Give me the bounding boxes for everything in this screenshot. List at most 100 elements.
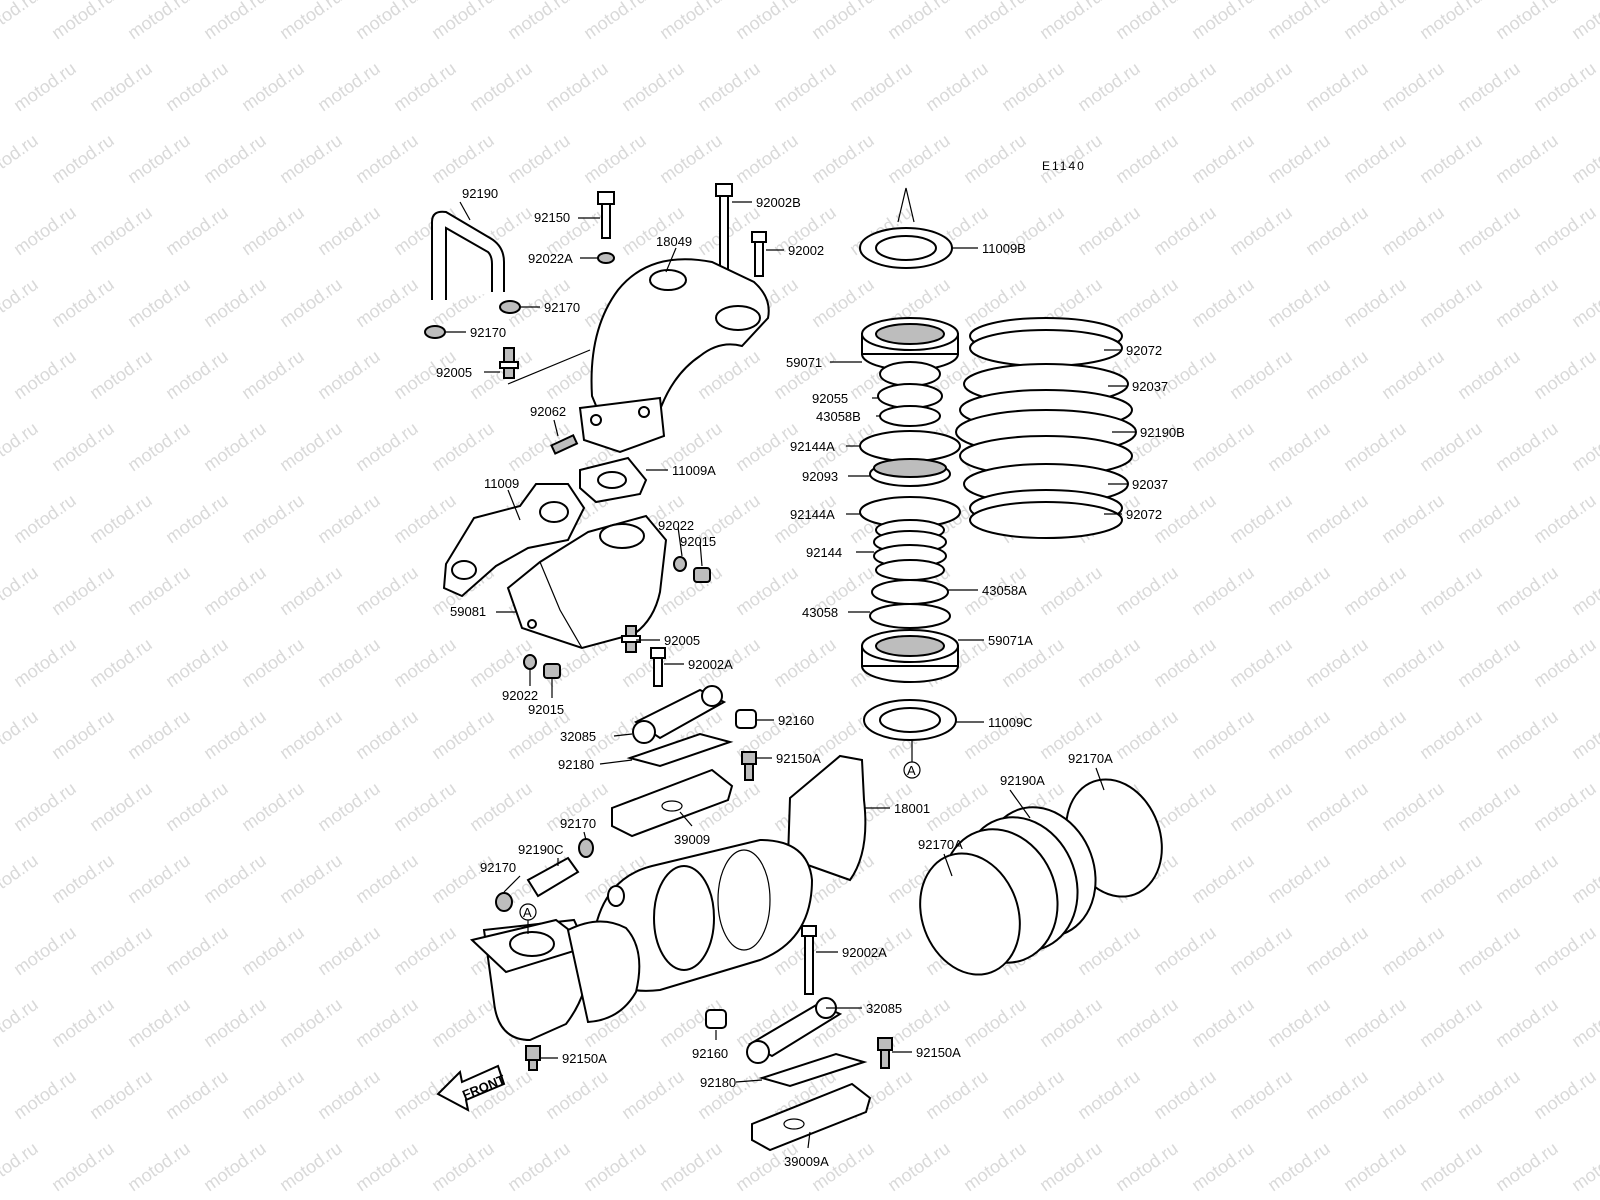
watermark-text: motod.ru <box>428 130 498 187</box>
watermark-text: motod.ru <box>922 58 992 115</box>
watermark-text: motod.ru <box>162 202 232 259</box>
watermark-text: motod.ru <box>1188 0 1258 43</box>
watermark-text: motod.ru <box>1302 202 1372 259</box>
watermark-text: motod.ru <box>1112 706 1182 763</box>
watermark-text: motod.ru <box>428 850 498 907</box>
watermark-text: motod.ru <box>0 0 42 43</box>
watermark-text: motod.ru <box>1302 1066 1372 1123</box>
watermark-text: motod.ru <box>124 850 194 907</box>
watermark-text: motod.ru <box>656 1138 726 1195</box>
watermark-text: motod.ru <box>1264 562 1334 619</box>
hose-92190C <box>526 856 580 898</box>
label-92005-a: 92005 <box>436 365 472 380</box>
watermark-text: motod.ru <box>276 562 346 619</box>
watermark-text: motod.ru <box>162 1066 232 1123</box>
watermark-text: motod.ru <box>1378 922 1448 979</box>
watermark-text: motod.ru <box>1340 130 1410 187</box>
watermark-text: motod.ru <box>1226 346 1296 403</box>
watermark-text: motod.ru <box>238 202 308 259</box>
gasket-11009A <box>579 456 648 504</box>
watermark-text: motod.ru <box>1568 418 1600 475</box>
watermark-text: motod.ru <box>390 922 460 979</box>
watermark-text: motod.ru <box>466 58 536 115</box>
label-92150A-a: 92150A <box>776 751 821 766</box>
label-92190A: 92190A <box>1000 773 1045 788</box>
watermark-text: motod.ru <box>0 706 42 763</box>
watermark-text: motod.ru <box>10 202 80 259</box>
watermark-text: motod.ru <box>770 58 840 115</box>
bolt-92150A-lower-left <box>525 1045 541 1071</box>
part-labels: 92190 92150 92002B 18049 92022A 92002 92… <box>436 186 1185 1169</box>
watermark-text: motod.ru <box>238 634 308 691</box>
muffler-18001 <box>469 754 867 1042</box>
watermark-text: motod.ru <box>1416 130 1486 187</box>
watermark-text: motod.ru <box>238 346 308 403</box>
watermark-text: motod.ru <box>314 346 384 403</box>
watermark-text: motod.ru <box>1530 1066 1600 1123</box>
label-18049: 18049 <box>656 234 692 249</box>
watermark-text: motod.ru <box>86 58 156 115</box>
watermark-text: motod.ru <box>86 202 156 259</box>
watermark-text: motod.ru <box>1036 994 1106 1051</box>
ref-marker-a-left: A <box>519 903 537 934</box>
watermark-text: motod.ru <box>276 1138 346 1195</box>
watermark-text: motod.ru <box>580 1138 650 1195</box>
watermark-text: motod.ru <box>656 562 726 619</box>
watermark-text: motod.ru <box>10 490 80 547</box>
watermark-text: motod.ru <box>86 490 156 547</box>
watermark-text: motod.ru <box>200 994 270 1051</box>
diagram-code: E1140 <box>1042 159 1086 173</box>
watermark-text: motod.ru <box>1036 0 1106 43</box>
watermark-text: motod.ru <box>656 0 726 43</box>
watermark-text: motod.ru <box>314 202 384 259</box>
watermark-text: motod.ru <box>428 418 498 475</box>
watermark-text: motod.ru <box>1188 274 1258 331</box>
gasket-11009 <box>442 483 586 598</box>
watermark-text: motod.ru <box>504 1138 574 1195</box>
label-92150A-b: 92150A <box>562 1051 607 1066</box>
watermark-text: motod.ru <box>1112 130 1182 187</box>
watermark-text: motod.ru <box>884 130 954 187</box>
bolt-92062 <box>550 433 579 455</box>
watermark-text: motod.ru <box>390 778 460 835</box>
watermark-text: motod.ru <box>314 778 384 835</box>
watermark-text: motod.ru <box>1454 634 1524 691</box>
watermark-text: motod.ru <box>124 562 194 619</box>
watermark-text: motod.ru <box>1568 850 1600 907</box>
label-59071A: 59071A <box>988 633 1033 648</box>
watermark-text: motod.ru <box>1340 850 1410 907</box>
watermark-text: motod.ru <box>808 0 878 43</box>
collar-92160-upper <box>735 709 757 729</box>
label-92170A-a: 92170A <box>1068 751 1113 766</box>
label-92055: 92055 <box>812 391 848 406</box>
watermark-text: motod.ru <box>276 130 346 187</box>
hose-92190 <box>431 210 505 300</box>
mount-39009A-lower <box>751 1082 872 1152</box>
watermark-text: motod.ru <box>504 0 574 43</box>
watermark-text: motod.ru <box>1530 58 1600 115</box>
watermark-text: motod.ru <box>1492 0 1562 43</box>
watermark-text: motod.ru <box>1416 418 1486 475</box>
watermark-text: motod.ru <box>1378 490 1448 547</box>
watermark-text: motod.ru <box>1188 1138 1258 1195</box>
watermark-text: motod.ru <box>1264 850 1334 907</box>
watermark-text: motod.ru <box>1568 562 1600 619</box>
watermark-text: motod.ru <box>238 922 308 979</box>
label-92150: 92150 <box>534 210 570 225</box>
watermark-text: motod.ru <box>48 706 118 763</box>
watermark-text: motod.ru <box>314 1066 384 1123</box>
watermark-text: motod.ru <box>238 1066 308 1123</box>
bolt-92150 <box>597 191 615 239</box>
watermark-text: motod.ru <box>48 1138 118 1195</box>
watermark-text: motod.ru <box>1378 778 1448 835</box>
washer-92022-lower <box>523 654 537 670</box>
watermark-text: motod.ru <box>1036 562 1106 619</box>
watermark-text: motod.ru <box>352 274 422 331</box>
label-92002: 92002 <box>788 243 824 258</box>
watermark-text: motod.ru <box>732 562 802 619</box>
watermark-text: motod.ru <box>1454 778 1524 835</box>
watermark-text: motod.ru <box>1264 130 1334 187</box>
watermark-text: motod.ru <box>1226 634 1296 691</box>
watermark-text: motod.ru <box>200 706 270 763</box>
watermark-text: motod.ru <box>1036 1138 1106 1195</box>
